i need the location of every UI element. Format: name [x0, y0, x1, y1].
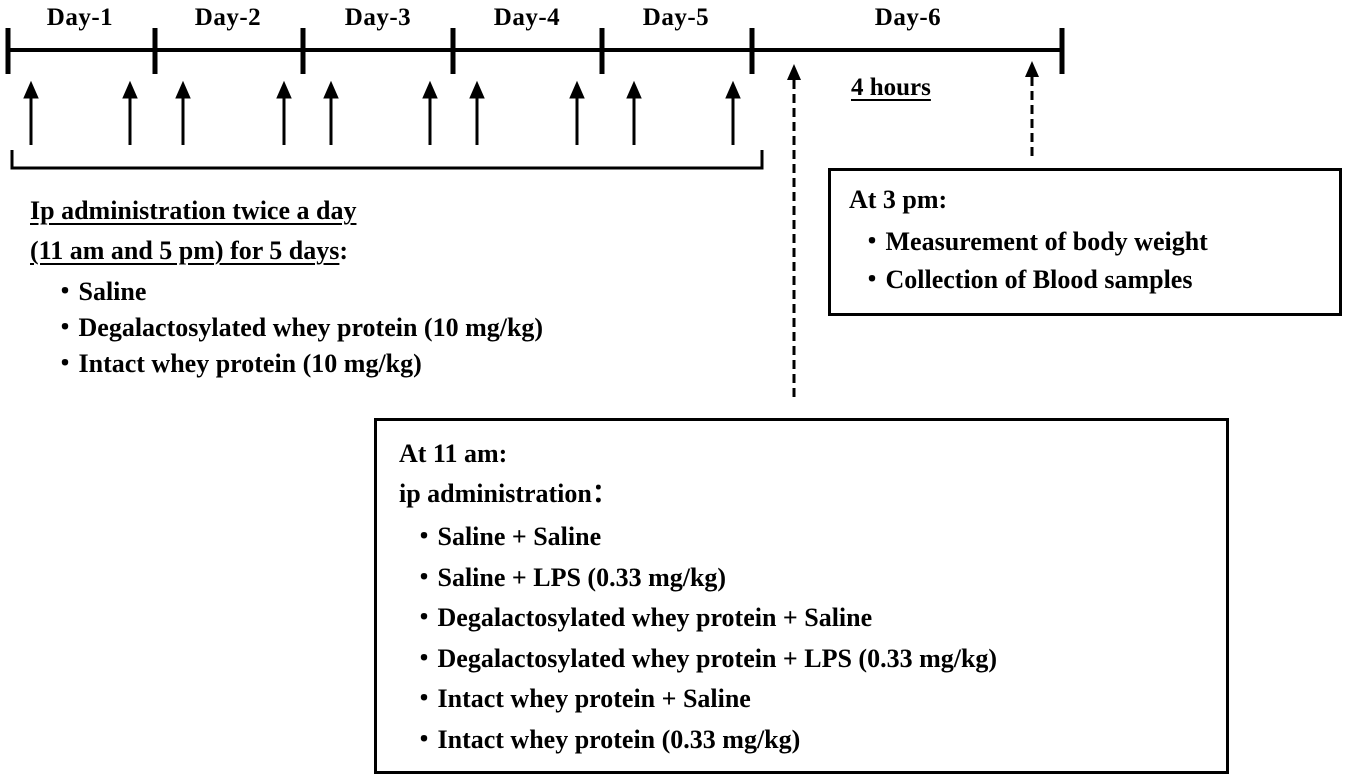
pretreatment-item: ・ Degalactosylated whey protein (10 mg/k…	[52, 310, 543, 346]
pretreatment-heading-line2: (11 am and 5 pm) for 5 days:	[30, 236, 348, 266]
bullet-icon: ・	[52, 349, 79, 378]
challenge-item: ・ Intact whey protein + Saline	[411, 679, 997, 720]
pretreatment-schedule: (11 am and 5 pm) for 5 days	[30, 236, 340, 265]
bullet-icon: ・	[859, 265, 886, 294]
bullet-icon: ・	[411, 562, 438, 592]
bullet-icon: ・	[411, 603, 438, 632]
bullet-icon: ・	[52, 313, 79, 342]
pretreatment-item: ・ Saline	[52, 274, 543, 310]
bullet-icon: ・	[411, 643, 438, 673]
sampling-item: ・ Collection of Blood samples	[859, 261, 1208, 299]
challenge-subheading: ip administration：	[399, 479, 618, 508]
challenge-dashed-arrow	[787, 64, 801, 402]
sampling-list: ・ Measurement of body weight ・ Collectio…	[859, 223, 1208, 299]
challenge-box: At 11 am: ip administration： ・ Saline + …	[374, 418, 1229, 774]
bullet-icon: ・	[411, 724, 438, 754]
bullet-icon: ・	[859, 227, 886, 256]
challenge-item: ・ Intact whey protein (0.33 mg/kg)	[411, 720, 997, 761]
pretreatment-bracket	[10, 150, 764, 170]
pretreatment-heading-line1: Ip administration twice a day	[30, 196, 357, 225]
challenge-item: ・ Degalactosylated whey protein + Saline	[411, 598, 997, 639]
injection-arrows	[23, 80, 741, 145]
sampling-item: ・ Measurement of body weight	[859, 223, 1208, 261]
challenge-item: ・ Saline + Saline	[411, 517, 997, 558]
day-label-4: Day-4	[493, 4, 561, 31]
day-label-5: Day-5	[642, 4, 710, 31]
bullet-icon: ・	[411, 684, 438, 713]
challenge-list: ・ Saline + Saline ・ Saline + LPS (0.33 m…	[411, 517, 997, 760]
day-label-2: Day-2	[194, 4, 262, 31]
challenge-item: ・ Degalactosylated whey protein + LPS (0…	[411, 639, 997, 680]
sampling-heading: At 3 pm:	[849, 185, 948, 214]
pretreatment-colon: :	[339, 236, 349, 265]
bullet-icon: ・	[52, 277, 79, 306]
sampling-dashed-arrow	[1025, 61, 1039, 157]
sampling-box: At 3 pm: ・ Measurement of body weight ・ …	[828, 168, 1342, 316]
pretreatment-item: ・ Intact whey protein (10 mg/kg)	[52, 346, 543, 382]
pretreatment-list: ・ Saline ・ Degalactosylated whey protein…	[52, 274, 543, 382]
day-label-3: Day-3	[344, 4, 412, 31]
duration-label: 4 hours	[851, 74, 931, 101]
challenge-heading: At 11 am:	[399, 439, 508, 468]
bullet-icon: ・	[411, 522, 438, 551]
day-label-1: Day-1	[46, 4, 114, 31]
day-label-6: Day-6	[874, 4, 942, 31]
day-ticks	[5, 28, 1065, 74]
challenge-item: ・ Saline + LPS (0.33 mg/kg)	[411, 558, 997, 599]
